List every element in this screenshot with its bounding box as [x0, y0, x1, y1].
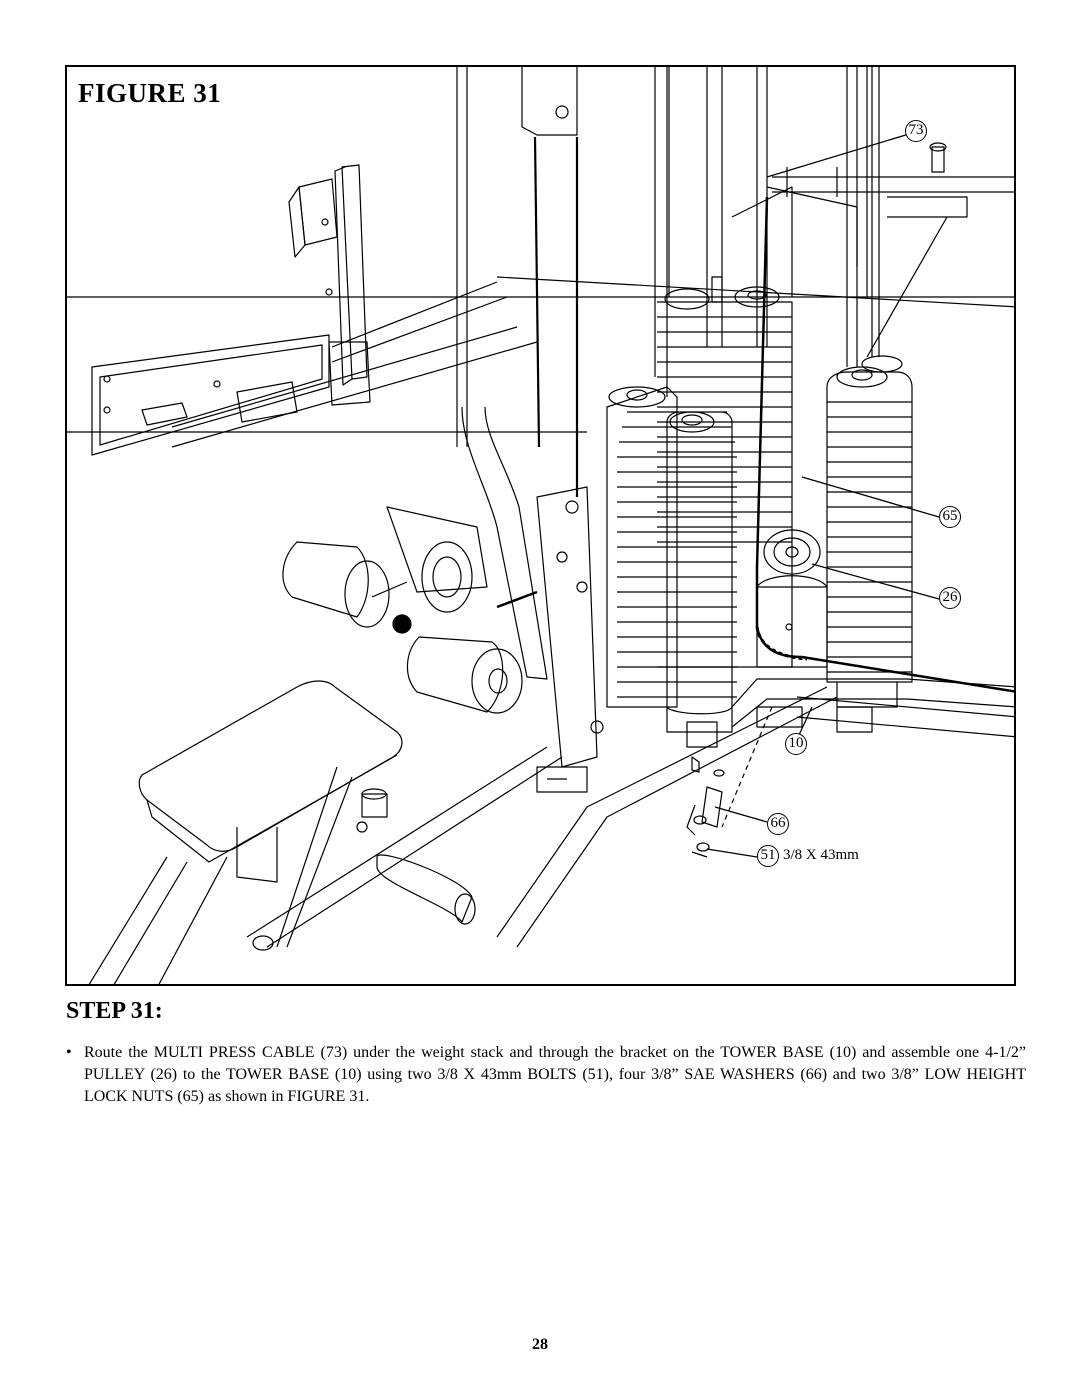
callout-26: 26 — [939, 587, 961, 609]
instruction-item: • Route the MULTI PRESS CABLE (73) under… — [66, 1042, 1026, 1108]
weight-stack-left — [606, 386, 737, 733]
weight-stack-right — [826, 355, 913, 733]
callout-65: 65 — [939, 506, 961, 528]
leg-pads — [282, 506, 523, 714]
figure-title: FIGURE 31 — [78, 78, 226, 109]
figure-frame: 73 65 26 10 66 51 3/8 X 43mm — [65, 65, 1016, 986]
cable-end-ball — [392, 614, 412, 634]
callout-51-note: 3/8 X 43mm — [783, 847, 859, 863]
weight-stack-center — [657, 186, 858, 668]
callout-73: 73 — [905, 120, 927, 142]
bench-seat — [88, 680, 838, 984]
cable-dashed-segment — [755, 626, 808, 661]
callout-51: 51 — [757, 845, 779, 867]
instruction-text: Route the MULTI PRESS CABLE (73) under t… — [84, 1044, 1026, 1105]
background-frame-lines — [67, 67, 1014, 447]
page-number: 28 — [532, 1336, 548, 1353]
top-crossbar — [772, 142, 1014, 358]
callout-66: 66 — [767, 813, 789, 835]
step-heading: STEP 31: — [66, 998, 163, 1024]
press-arm — [461, 67, 604, 768]
bullet-icon: • — [66, 1044, 72, 1061]
callout-10: 10 — [785, 733, 807, 755]
seat-back-assembly — [91, 164, 538, 456]
tower-base-bracket — [731, 529, 1014, 738]
callout-leaders — [706, 133, 940, 858]
assembly-diagram — [67, 67, 1014, 984]
hardware-exploded — [536, 706, 803, 858]
top-cables — [533, 136, 579, 497]
instruction-list: • Route the MULTI PRESS CABLE (73) under… — [66, 1042, 1026, 1108]
